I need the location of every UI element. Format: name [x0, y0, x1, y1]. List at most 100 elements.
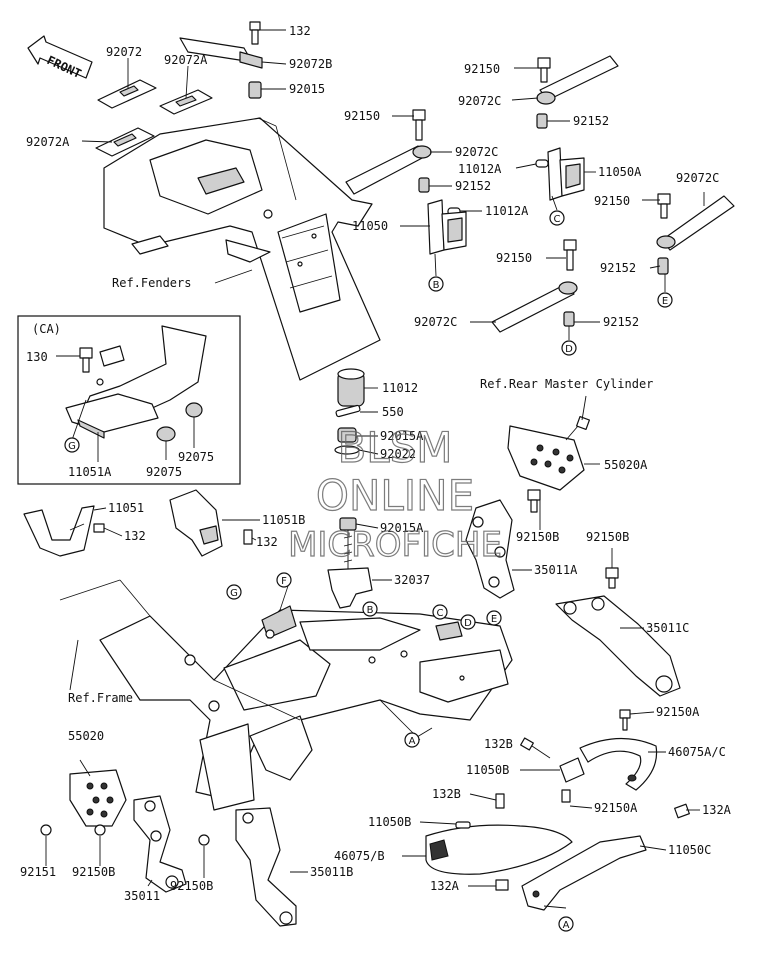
callout-e-1: E — [662, 296, 668, 307]
bolt-92150-1-icon — [537, 57, 551, 83]
rubber-11012-icon — [337, 368, 365, 407]
step-55020a-icon — [507, 425, 585, 491]
ref-frame: Ref.Frame — [68, 691, 133, 705]
bracket-35011-icon — [133, 795, 187, 893]
label-11050a: 11050A — [598, 165, 642, 179]
bolt-132b-1-icon — [520, 737, 551, 759]
label-11051a: 11051A — [68, 465, 112, 479]
label-11051: 11051 — [108, 501, 144, 515]
bolt-92150-3-icon — [657, 193, 671, 219]
label-92072c-4: 92072C — [414, 315, 457, 329]
bolt-92150b-4-icon — [198, 834, 210, 846]
grab-rail-46075b-icon — [425, 824, 573, 875]
bracket-11050-icon — [427, 199, 467, 255]
label-92075-2: 92075 — [178, 450, 214, 464]
bracket-11050c-icon — [521, 835, 647, 911]
label-132-top: 132 — [289, 24, 311, 38]
watermark-line2: ONLINE — [316, 471, 474, 520]
watermark-line1: BLSM — [337, 423, 452, 472]
label-35011: 35011 — [124, 889, 160, 903]
pin-11050b-icon — [455, 821, 471, 829]
label-92072a-1: 92072A — [164, 53, 208, 67]
label-92072c-1: 92072C — [458, 94, 501, 108]
bolt-92150a-1-icon — [619, 709, 631, 731]
label-132b-1: 132B — [484, 737, 513, 751]
label-55020: 55020 — [68, 729, 104, 743]
callout-d-2: D — [464, 618, 472, 629]
label-92152-2: 92152 — [455, 179, 491, 193]
label-92072a-2: 92072A — [26, 135, 70, 149]
ref-rear-master-cylinder: Ref.Rear Master Cylinder — [480, 377, 653, 391]
callout-f-2: F — [281, 576, 287, 587]
label-130: 130 — [26, 350, 48, 364]
callout-g-2: G — [230, 588, 238, 599]
bolt-92150b-3-icon — [94, 824, 106, 836]
label-92150b-1: 92150B — [516, 530, 559, 544]
strap-92072a-icon — [95, 89, 213, 157]
label-92150b-3: 92150B — [72, 865, 115, 879]
label-132a-1: 132A — [702, 803, 732, 817]
label-132a-2: 132A — [430, 879, 460, 893]
label-92151: 92151 — [20, 865, 56, 879]
label-92022: 92022 — [380, 447, 416, 461]
collar-92152-4-icon — [563, 311, 575, 327]
leader-lines — [45, 29, 705, 909]
inset-caption: (CA) — [32, 322, 61, 336]
bolt-92151-icon — [40, 824, 52, 836]
grab-rail-46075ac-icon — [559, 737, 658, 791]
bracket-35011a-icon — [465, 499, 515, 599]
label-92152-4: 92152 — [603, 315, 639, 329]
label-92150-1: 92150 — [464, 62, 500, 76]
label-92150-2: 92150 — [344, 109, 380, 123]
collar-92152-1-icon — [536, 113, 548, 129]
bracket-35011c-icon — [555, 595, 681, 697]
bolt-rmc-icon — [565, 415, 591, 441]
callout-b-1: B — [433, 280, 440, 291]
bracket-11051a-icon — [65, 325, 207, 439]
bracket-35011b-icon — [235, 807, 297, 927]
ref-fenders: Ref.Fenders — [112, 276, 191, 290]
label-92072c-2: 92072C — [455, 145, 498, 159]
label-35011a: 35011A — [534, 563, 578, 577]
label-11050: 11050 — [352, 219, 388, 233]
bolt-92150-4-icon — [563, 239, 577, 271]
strap-92072c-2-icon — [345, 145, 432, 195]
label-92015a-2: 92015A — [380, 521, 424, 535]
bolt-92150b-1-icon — [527, 489, 541, 513]
label-92072: 92072 — [106, 45, 142, 59]
label-92150b-2: 92150B — [586, 530, 629, 544]
bolt-132-a-icon — [93, 523, 105, 533]
pin-550-icon — [335, 404, 361, 418]
bolt-92150b-2-icon — [605, 567, 619, 589]
callout-ca-g: G — [68, 441, 76, 452]
label-11012a-1: 11012A — [458, 162, 502, 176]
callout-c-1: C — [554, 214, 561, 225]
strap-92072c-4-icon — [491, 281, 578, 333]
callout-c-2: C — [437, 608, 444, 619]
bolt-130-icon — [79, 347, 93, 373]
label-132-b: 132 — [256, 535, 278, 549]
bolt-132a-1-icon — [674, 803, 690, 819]
callouts: G B C E D G F B C D E A A — [64, 210, 673, 932]
strap-92072b-icon — [179, 37, 263, 69]
inset-frame — [17, 315, 241, 485]
label-11050b-1: 11050B — [466, 763, 509, 777]
label-92015a-1: 92015A — [380, 429, 424, 443]
bolt-92150-2-icon — [412, 109, 426, 141]
label-11050b-2: 11050B — [368, 815, 411, 829]
rubber-92075-1-icon — [156, 426, 176, 442]
label-11050c: 11050C — [668, 843, 711, 857]
label-32037: 32037 — [394, 573, 430, 587]
label-92072c-3: 92072C — [676, 171, 719, 185]
label-550: 550 — [382, 405, 404, 419]
label-46075ac: 46075A/C — [668, 745, 726, 759]
bracket-11051-icon — [23, 505, 95, 557]
collar-92015-icon — [248, 81, 262, 99]
bolt-132-icon — [249, 21, 261, 45]
watermark: BLSM ONLINE MICROFICHE — [287, 422, 502, 565]
label-35011c: 35011C — [646, 621, 689, 635]
label-35011b: 35011B — [310, 865, 353, 879]
label-46075b: 46075/B — [334, 849, 385, 863]
